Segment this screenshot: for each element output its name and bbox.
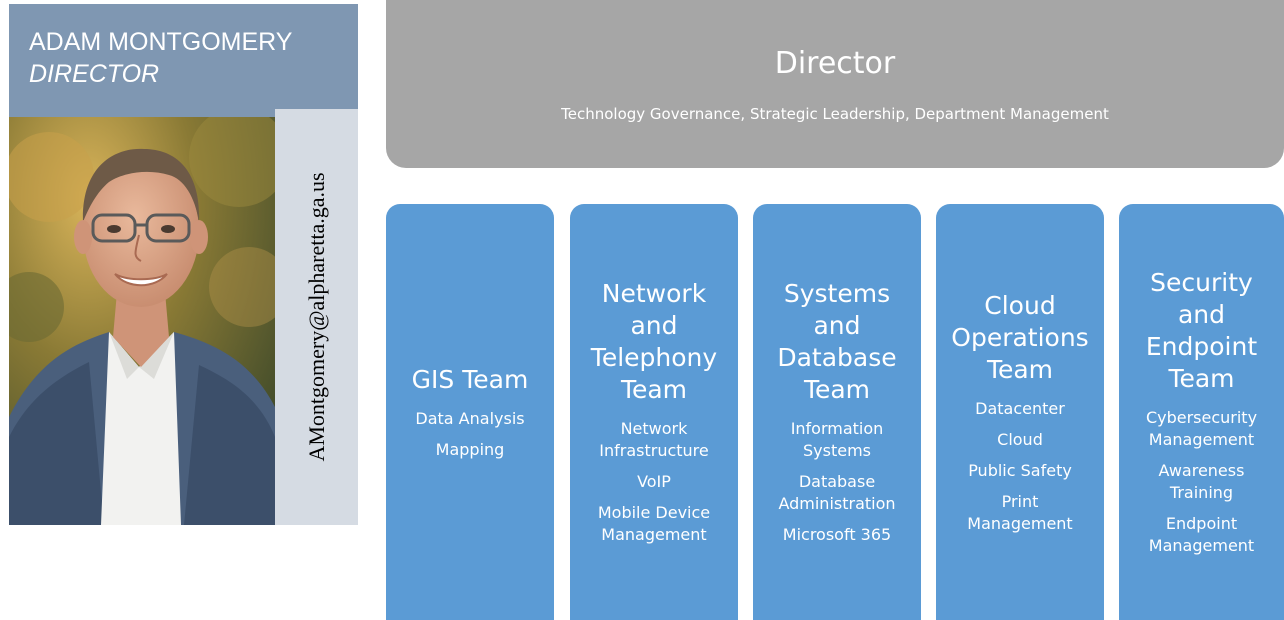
email-address: AMontgomery@alpharetta.ga.us — [303, 172, 329, 462]
team-item: Public Safety — [968, 460, 1072, 480]
team-item: Datacenter — [975, 398, 1065, 418]
team-item: Mapping — [435, 439, 505, 459]
team-box-cloud: Cloud Operations Team Datacenter Cloud P… — [936, 204, 1104, 620]
email-strip: AMontgomery@alpharetta.ga.us — [275, 109, 358, 525]
director-title: Director — [774, 46, 896, 81]
team-item: Data Analysis — [415, 408, 525, 428]
team-item: Cloud — [997, 429, 1043, 449]
team-box-security: Security and Endpoint Team Cybersecurity… — [1119, 204, 1284, 620]
team-title: Systems and Database Team — [777, 279, 897, 404]
team-box-gis: GIS Team Data Analysis Mapping — [386, 204, 554, 620]
director-photo — [9, 117, 275, 525]
team-title: Network and Telephony Team — [590, 279, 718, 404]
team-title: Cloud Operations Team — [951, 290, 1089, 384]
team-title: GIS Team — [411, 364, 529, 394]
profile-role: DIRECTOR — [29, 60, 160, 88]
team-title: Security and Endpoint Team — [1145, 268, 1258, 393]
portrait-image — [9, 117, 275, 525]
director-box: Director Technology Governance, Strategi… — [386, 0, 1284, 168]
profile-name: ADAM MONTGOMERY — [29, 28, 293, 56]
team-item: Microsoft 365 — [782, 525, 892, 544]
director-subtitle: Technology Governance, Strategic Leaders… — [561, 105, 1109, 123]
profile-header: ADAM MONTGOMERY DIRECTOR — [9, 4, 358, 117]
team-item: VoIP — [637, 472, 671, 491]
